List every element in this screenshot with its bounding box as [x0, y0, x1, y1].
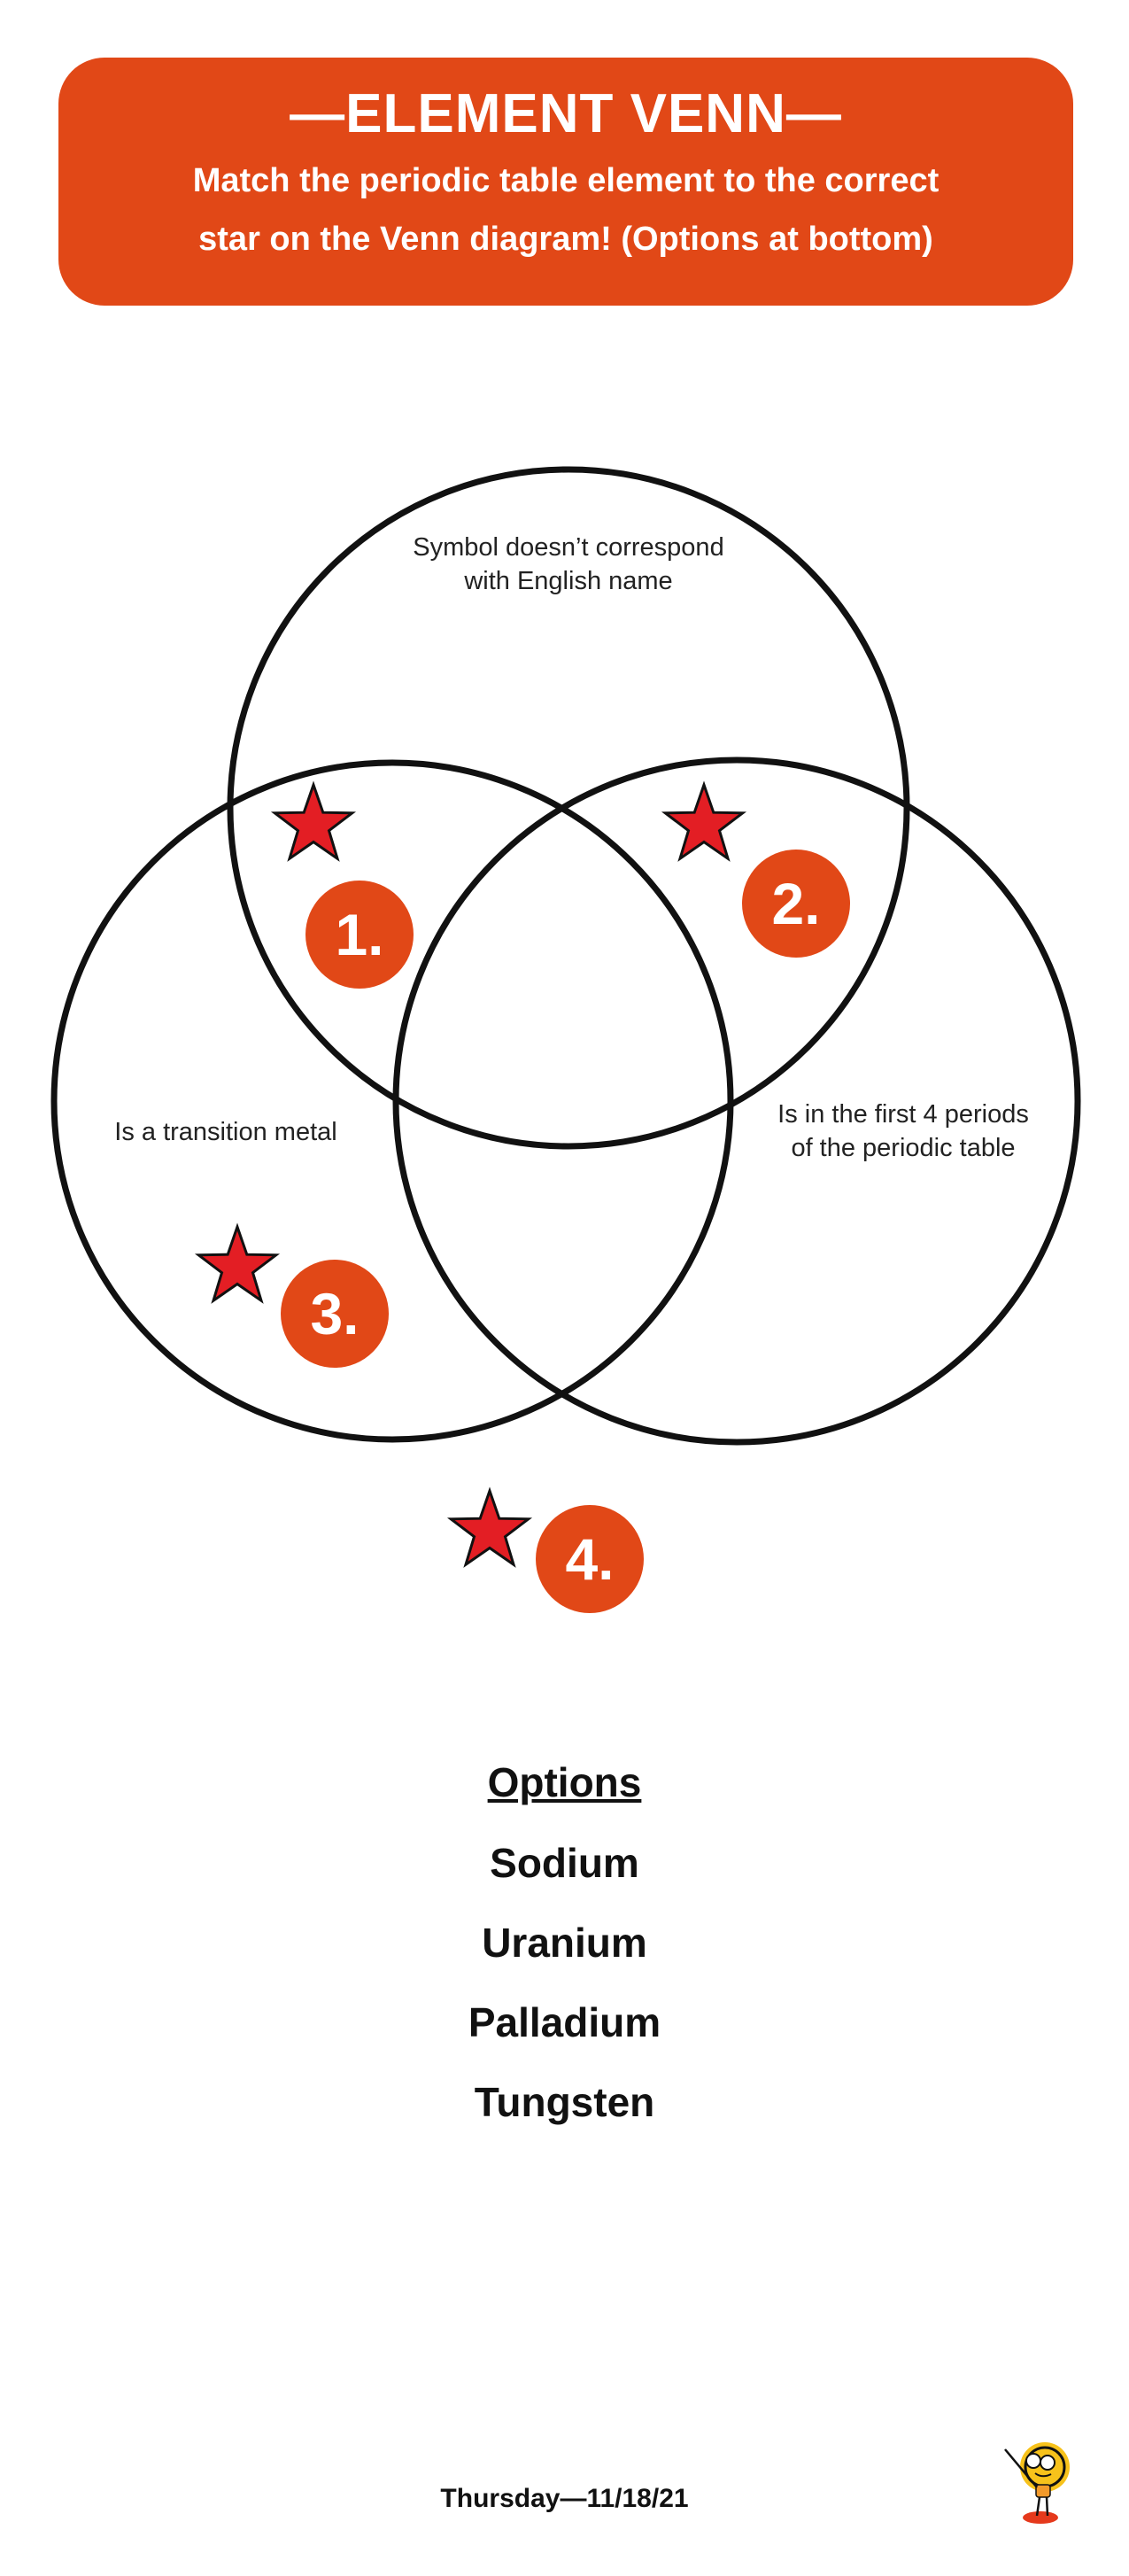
marker-3: 3. [310, 1281, 359, 1346]
instructions-line-2: star on the Venn diagram! (Options at bo… [198, 221, 933, 258]
marker-4: 4. [565, 1526, 614, 1592]
option-uranium: Uranium [482, 1920, 647, 1966]
label-transition-metal: Is a transition metal [114, 1118, 336, 1146]
marker-badge-2 [742, 850, 850, 958]
label-symbol-line2: with English name [463, 567, 672, 595]
lightbulb-mascot-icon [1004, 2442, 1070, 2524]
label-periods-line2: of the periodic table [791, 1134, 1015, 1162]
footer-date: Thursday—11/18/21 [440, 2484, 689, 2513]
option-sodium: Sodium [490, 1840, 639, 1886]
marker-1: 1. [335, 902, 383, 967]
marker-2: 2. [771, 871, 820, 936]
venn-diagram: Symbol doesn’t correspond with English n… [50, 466, 1081, 1613]
options-heading: Options [487, 1759, 642, 1805]
label-periods-line1: Is in the first 4 periods [777, 1100, 1029, 1129]
option-tungsten: Tungsten [474, 2079, 655, 2125]
label-symbol-line1: Symbol doesn’t correspond [413, 533, 723, 562]
circle-first-4-periods [392, 757, 1081, 1446]
marker-badge-4 [536, 1505, 644, 1613]
marker-badge-1 [305, 881, 414, 989]
header-banner: —ELEMENT VENN— Match the periodic table … [58, 58, 1073, 306]
star-icon-1[interactable] [273, 783, 354, 860]
marker-badge-3 [281, 1260, 389, 1368]
instructions-line-1: Match the periodic table element to the … [192, 162, 940, 199]
star-icon-3[interactable] [197, 1225, 278, 1302]
page-title: —ELEMENT VENN— [290, 83, 842, 144]
star-icon-4[interactable] [449, 1489, 530, 1566]
star-icon-2[interactable] [663, 783, 745, 860]
option-palladium: Palladium [468, 1999, 661, 2045]
circle-transition-metal [50, 759, 734, 1443]
